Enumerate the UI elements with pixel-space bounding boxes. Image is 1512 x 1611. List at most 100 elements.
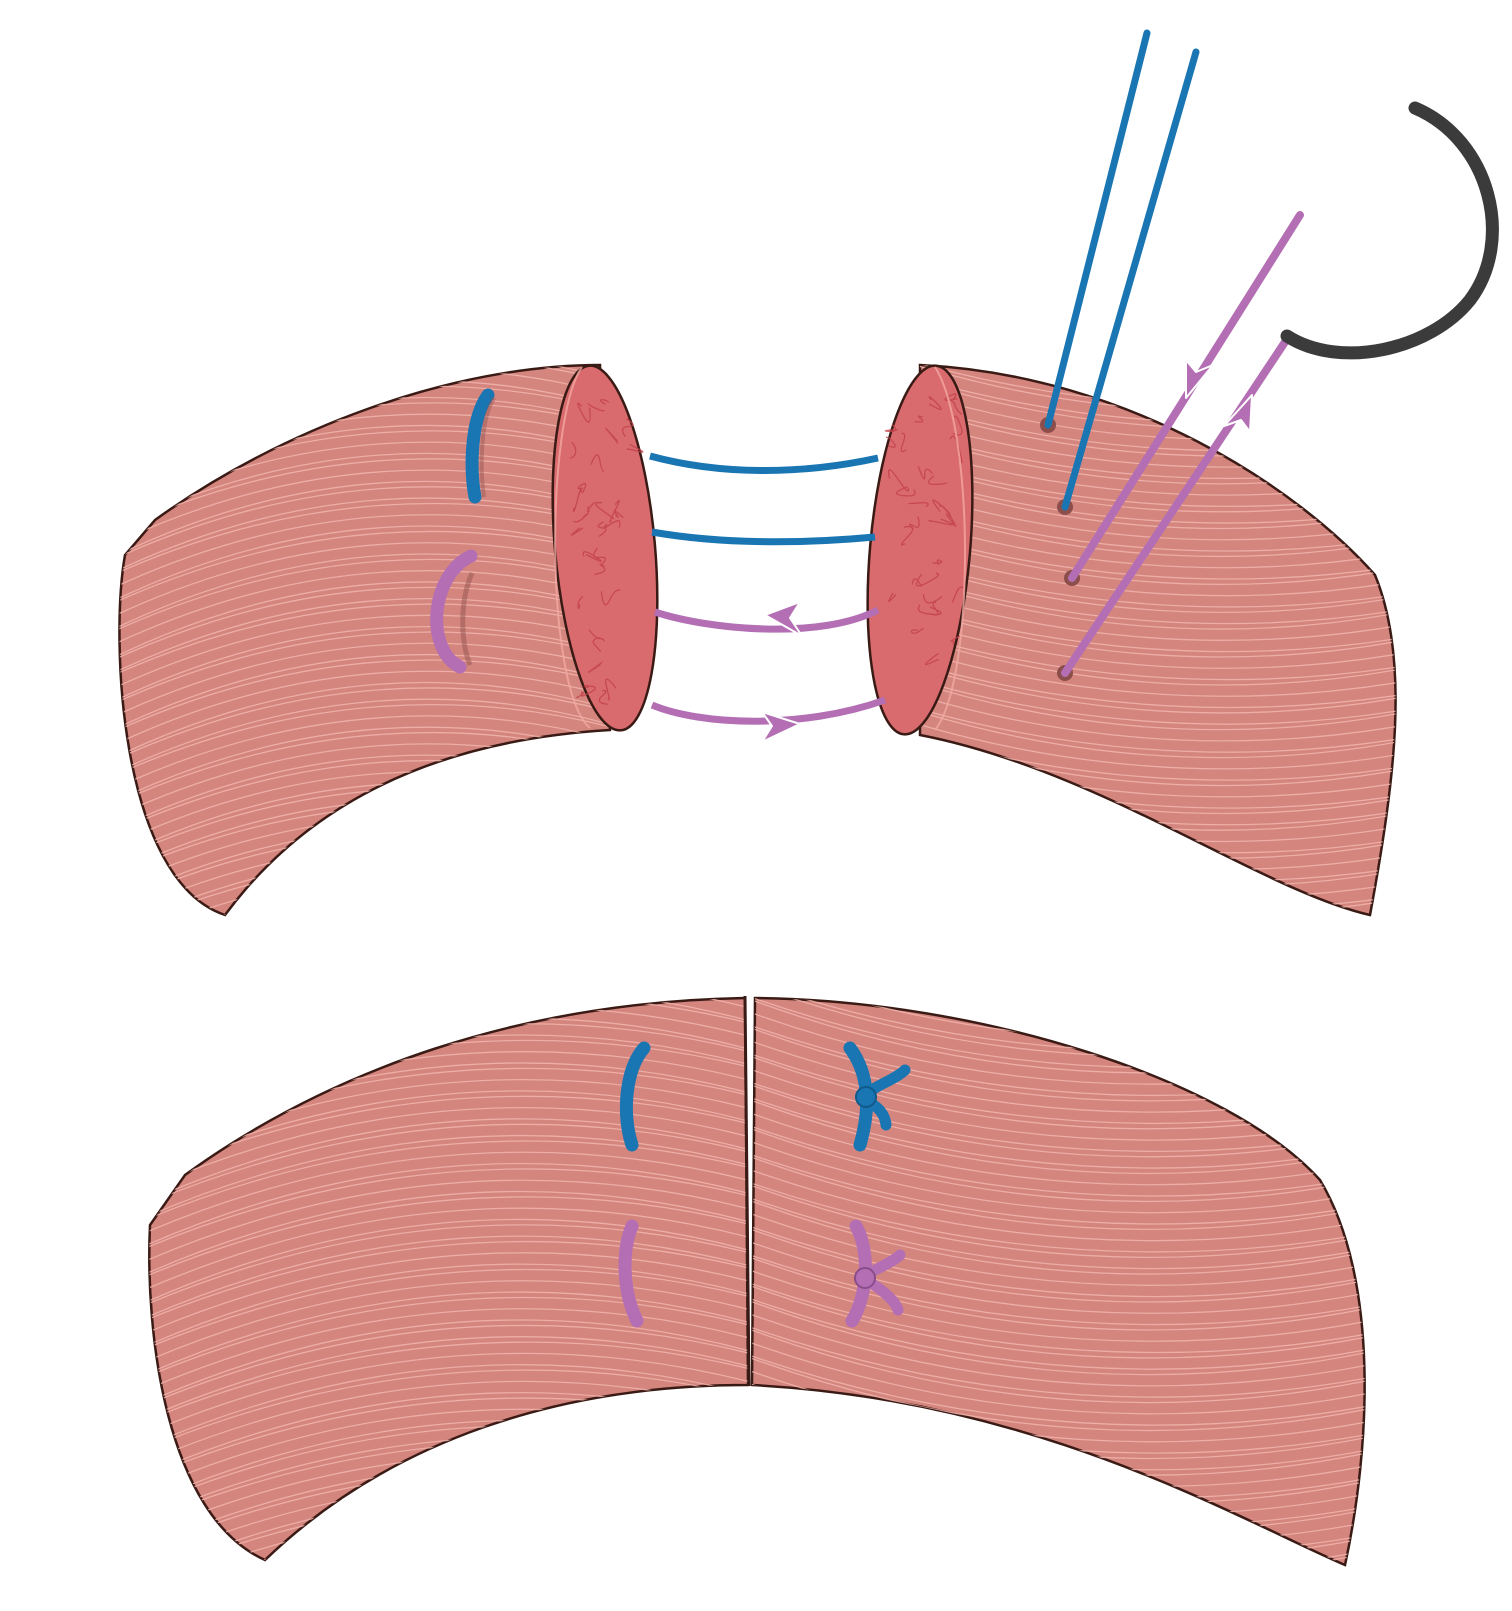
- vein-line: [570, 441, 577, 459]
- muscle-fiber-line: [119, 631, 610, 706]
- muscle-fiber-line: [740, 908, 1400, 983]
- left-blue-suture-loop: [465, 388, 495, 504]
- vein-line: [910, 627, 924, 634]
- muscle-fiber-line: [149, 1280, 749, 1369]
- vein-line: [927, 475, 948, 486]
- muscle-fiber-line: [149, 1341, 749, 1428]
- vein-line: [613, 510, 624, 519]
- muscle-fiber-line: [119, 525, 610, 604]
- muscle-fiber-line: [752, 998, 1365, 1001]
- left-cut-end-rim: [554, 366, 591, 729]
- muscle-fiber-line: [752, 1108, 1365, 1186]
- muscle-fiber-line: [119, 586, 610, 663]
- muscle-fiber-line: [900, 301, 1420, 350]
- muscle-fiber-line: [119, 458, 610, 534]
- muscle-fiber-line: [740, 921, 1400, 995]
- muscle-fiber-line: [149, 1268, 749, 1356]
- muscle-fiber-line: [119, 888, 610, 915]
- vein-line: [908, 502, 929, 508]
- muscle-fiber-line: [119, 570, 610, 647]
- bottom-left-blue-suture: [619, 1041, 651, 1152]
- muscle-fiber-line: [119, 715, 610, 792]
- vein-line: [900, 432, 907, 453]
- muscle-fiber-line: [119, 681, 610, 761]
- vein-line: [939, 505, 957, 527]
- arrowhead-icon: [1223, 394, 1253, 433]
- vein-line: [587, 402, 605, 412]
- muscle-fiber-line: [752, 1196, 1365, 1275]
- vein-line: [917, 466, 934, 480]
- muscle-fiber-line: [752, 1322, 1365, 1398]
- muscle-fiber-line: [752, 1309, 1365, 1387]
- muscle-fiber-line: [149, 1364, 749, 1455]
- muscle-fiber-line: [752, 1252, 1365, 1331]
- muscle-fiber-line: [752, 1237, 1365, 1314]
- muscle-fiber-line: [920, 659, 1396, 709]
- muscle-fiber-line: [119, 883, 610, 915]
- muscle-fiber-line: [149, 1218, 749, 1310]
- vein-line: [914, 415, 924, 423]
- muscle-fiber-line: [752, 1281, 1365, 1359]
- vein-line: [928, 518, 954, 526]
- muscle-fiber-line: [920, 646, 1396, 697]
- muscle-fiber-line: [149, 1291, 749, 1383]
- muscle-fiber-line: [752, 1209, 1365, 1286]
- muscle-fiber-line: [149, 1196, 749, 1284]
- muscle-fiber-line: [119, 899, 610, 915]
- muscle-fiber-line: [149, 1179, 749, 1269]
- muscle-fiber-line: [119, 514, 610, 590]
- vein-line: [586, 501, 596, 513]
- muscle-fiber-line: [119, 659, 610, 735]
- muscle-fiber-line: [752, 1121, 1365, 1197]
- vein-line: [950, 635, 961, 645]
- vein-line: [594, 563, 606, 575]
- muscle-fiber-line: [119, 670, 610, 748]
- purple-thread-gap-lower: [650, 696, 887, 725]
- vein-line: [932, 559, 943, 566]
- muscle-fiber-line: [149, 1553, 749, 1560]
- muscle-fiber-line: [752, 1266, 1365, 1342]
- muscle-fiber-line: [740, 895, 1400, 972]
- vein-line: [588, 629, 606, 642]
- muscle-fiber-line: [752, 1152, 1365, 1231]
- muscle-fiber-line: [149, 1235, 749, 1326]
- muscle-fiber-line: [149, 1263, 749, 1354]
- curved-suture-needle-icon: [1280, 101, 1499, 360]
- muscle-fiber-line: [119, 480, 610, 560]
- muscle-fiber-line: [752, 1250, 1365, 1326]
- muscle-fiber-line: [752, 1325, 1365, 1404]
- vein-line: [911, 578, 922, 587]
- muscle-fiber-line: [149, 1140, 749, 1227]
- muscle-fiber-line: [752, 1180, 1365, 1259]
- vein-line: [909, 516, 920, 530]
- muscle-fiber-line: [752, 998, 1365, 1013]
- arrowhead-icon: [1185, 359, 1214, 399]
- vein-line: [915, 572, 940, 587]
- muscle-fiber-line: [752, 1123, 1365, 1203]
- muscle-fiber-line: [752, 1137, 1365, 1214]
- vein-line: [621, 418, 634, 438]
- right-muscle-body: [918, 363, 1397, 917]
- top-panel: [118, 29, 1499, 917]
- muscle-fiber-line: [752, 1193, 1365, 1270]
- muscle-fiber-line: [149, 1118, 749, 1210]
- purple-thread-gap-upper: [653, 606, 880, 633]
- blue-thread-tail-2: [1061, 48, 1200, 511]
- muscle-fiber-line: [752, 1296, 1365, 1376]
- muscle-fiber-line: [920, 573, 1396, 625]
- muscle-fiber-line: [752, 1178, 1365, 1253]
- muscle-fiber-line: [119, 597, 610, 676]
- muscle-fiber-line: [149, 1134, 749, 1225]
- muscle-fiber-line: [119, 653, 610, 733]
- muscle-fiber-line: [149, 1252, 749, 1341]
- muscle-fiber-line: [149, 1537, 749, 1560]
- muscle-fiber-line: [920, 689, 1396, 742]
- vein-line: [575, 691, 585, 699]
- muscle-fiber-line: [119, 469, 610, 547]
- muscle-fiber-line: [920, 661, 1396, 714]
- vein-line: [885, 436, 896, 448]
- muscle-fiber-line: [149, 1168, 749, 1256]
- muscle-fiber-line: [920, 576, 1396, 630]
- muscle-fiber-line: [149, 1369, 749, 1457]
